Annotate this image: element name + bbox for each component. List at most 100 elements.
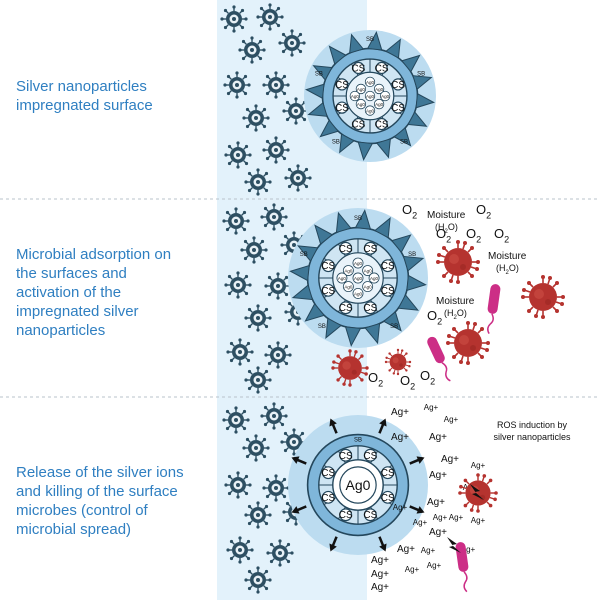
water-label: (H2O) (435, 222, 458, 235)
cs-label: CS (321, 286, 335, 297)
ag0-small (355, 98, 367, 110)
sb-spike (291, 284, 314, 301)
cs-label: CS (321, 261, 335, 272)
cs-label: CS (381, 493, 395, 504)
micro-particle (223, 270, 253, 300)
moisture-label: Moisture (427, 210, 466, 221)
caption-line: Silver nanoparticles (16, 78, 147, 95)
ag0-small-label: Ag0 (354, 276, 363, 281)
micro-particle (261, 473, 291, 503)
micro-particle (255, 2, 285, 32)
silver-ion-label: Ag+ (461, 545, 476, 554)
oxygen-label: O2 (420, 368, 435, 387)
cs-bubble (391, 78, 405, 91)
silver-ion-label: Ag+ (397, 544, 415, 555)
ros-label-line1: ROS induction by (497, 420, 568, 430)
sb-spike (375, 138, 391, 159)
ag0-core-inner (339, 466, 377, 504)
silver-ion-label: Ag+ (421, 546, 436, 555)
cs-bubble (321, 259, 335, 273)
sb-spike (366, 31, 383, 51)
bacterium-body (427, 336, 445, 364)
release-arrowhead (329, 418, 337, 427)
cs-bubble (381, 490, 395, 504)
silver-ion-label: Ag+ (427, 497, 445, 508)
cs-bubble (352, 61, 365, 75)
release-arrowhead (291, 506, 300, 514)
lightning-icon (470, 484, 484, 500)
cs-bubble (391, 101, 405, 114)
bacterium (427, 336, 451, 382)
bacterium-flagellum (463, 571, 468, 593)
micro-particle (277, 28, 307, 58)
micro-particle (221, 405, 251, 435)
water-label: (H2O) (496, 263, 519, 276)
sb-spike (289, 264, 310, 282)
silver-ion-label: Ag+ (433, 513, 448, 522)
virus-cell (330, 348, 370, 388)
release-arrowhead (379, 543, 387, 552)
silver-ion-label: Ag+ (371, 569, 389, 580)
virus-cell (384, 348, 412, 376)
virus-cell (457, 472, 499, 514)
cs-bubble (381, 283, 395, 297)
silver-ion-label: Ag+ (371, 582, 389, 593)
cs-label: CS (381, 261, 395, 272)
cs-label: CS (339, 451, 353, 462)
ag0-small-label: Ag0 (338, 276, 347, 281)
cs-label: CS (363, 303, 377, 314)
release-arrowhead (416, 456, 425, 464)
oxygen-label: O2 (400, 373, 415, 392)
ag0-small (364, 90, 376, 102)
caption-line: impregnated surface (16, 97, 153, 114)
micro-particle (221, 206, 251, 236)
bacterium (487, 284, 501, 335)
ag0-small-label: Ag0 (375, 87, 384, 92)
sb-spike (397, 294, 419, 311)
sb-spike (305, 83, 325, 100)
ag0-small-label: Ag0 (357, 102, 366, 107)
cs-bubble (363, 241, 377, 255)
sb-label: SB (354, 216, 362, 222)
ag0-small-label: Ag0 (375, 102, 384, 107)
ag0-small (342, 265, 354, 276)
ag0-small (373, 98, 385, 110)
moisture-label: Moisture (436, 296, 475, 307)
ag0-small-label: Ag0 (364, 285, 373, 290)
sb-spike (393, 127, 412, 147)
silver-ion-label: Ag+ (391, 407, 409, 418)
sb-spike (304, 302, 326, 322)
ag0-small (364, 105, 376, 116)
cs-label: CS (339, 303, 353, 314)
oxygen-label: O2 (427, 308, 442, 327)
sb-spike (319, 119, 339, 138)
micro-particle (222, 70, 252, 100)
ag0-small (352, 287, 364, 299)
silver-ion-label: Ag+ (449, 513, 464, 522)
silver-ion-label: Ag+ (371, 555, 389, 566)
oxygen-label: O2 (436, 226, 451, 245)
sb-spike (344, 326, 362, 347)
sb-spike (382, 310, 402, 332)
silver-ion-label: Ag+ (413, 518, 428, 527)
cs-bubble (339, 508, 353, 522)
ag0-small (364, 76, 376, 88)
silver-ion-label: Ag+ (471, 461, 486, 470)
release-arrowhead (291, 456, 300, 464)
cs-label: CS (339, 244, 353, 255)
caption-line: Release of the silver ions (16, 464, 184, 481)
micro-particle (263, 340, 293, 370)
sb-spike (374, 217, 391, 239)
micro-particle (259, 401, 289, 431)
sb-spike (312, 65, 333, 81)
cs-label: CS (351, 120, 365, 131)
cs-label: CS (321, 493, 335, 504)
oxygen-label: O2 (494, 226, 509, 245)
ag0-small-label: Ag0 (381, 94, 390, 99)
bacterium-body (487, 284, 501, 314)
ag0-label: Ag0 (346, 477, 371, 493)
ag0-small-label: Ag0 (366, 94, 375, 99)
